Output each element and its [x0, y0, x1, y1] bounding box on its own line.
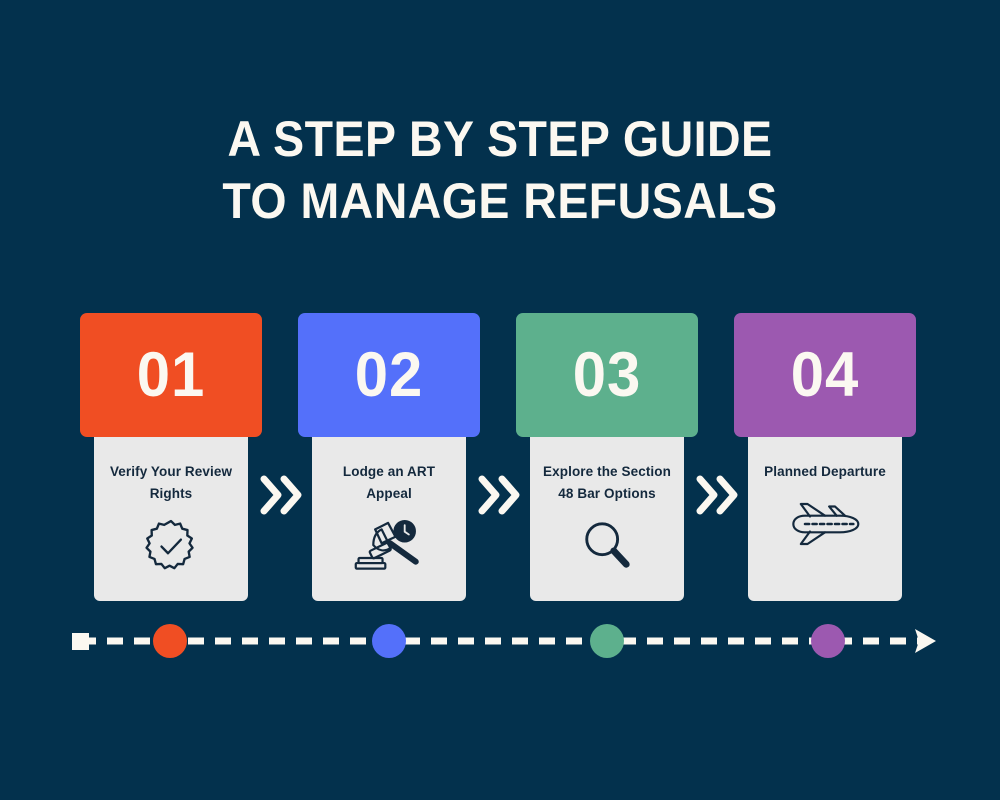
- verified-badge-icon: [131, 515, 211, 577]
- step-card-03[interactable]: 03 Explore the Section 48 Bar Options: [516, 313, 698, 603]
- step-number-04: 04: [790, 339, 860, 410]
- step-header-01: 01: [80, 313, 262, 437]
- timeline-dot-01[interactable]: [153, 624, 187, 658]
- step-header-02: 02: [298, 313, 480, 437]
- title-line-1: A STEP BY STEP GUIDE: [227, 111, 773, 167]
- step-card-01[interactable]: 01 Verify Your Review Rights: [80, 313, 262, 603]
- steps-row: 01 Verify Your Review Rights: [0, 313, 1000, 613]
- timeline-start-square-marker: [72, 633, 89, 650]
- magnifying-glass-icon: [567, 515, 647, 577]
- step-label-01: Verify Your Review Rights: [109, 464, 233, 501]
- timeline-end-arrow-head-marker: [915, 629, 936, 653]
- step-label-03: Explore the Section 48 Bar Options: [543, 464, 671, 501]
- airplane-icon: [785, 493, 865, 555]
- step-number-02: 02: [354, 339, 424, 410]
- step-number-01: 01: [136, 339, 206, 410]
- double-chevron-right-icon-3: [694, 471, 740, 519]
- title-line-2: TO MANAGE REFUSALS: [222, 173, 778, 229]
- step-number-03: 03: [572, 339, 642, 410]
- timeline-dot-04[interactable]: [811, 624, 845, 658]
- step-body-04: Planned Departure: [748, 435, 902, 601]
- step-header-03: 03: [516, 313, 698, 437]
- step-label-04: Planned Departure: [764, 464, 886, 479]
- step-card-04[interactable]: 04 Planned Departure: [734, 313, 916, 603]
- step-body-01: Verify Your Review Rights: [94, 435, 248, 601]
- double-chevron-right-icon-2: [476, 471, 522, 519]
- step-body-03: Explore the Section 48 Bar Options: [530, 435, 684, 601]
- step-header-04: 04: [734, 313, 916, 437]
- step-card-02[interactable]: 02 Lodge an ART Appeal: [298, 313, 480, 603]
- gavel-clock-icon: [349, 515, 429, 577]
- progress-timeline: [0, 614, 1000, 672]
- timeline-dot-02[interactable]: [372, 624, 406, 658]
- step-label-02: Lodge an ART Appeal: [342, 464, 436, 501]
- step-body-02: Lodge an ART Appeal: [312, 435, 466, 601]
- timeline-dot-03[interactable]: [590, 624, 624, 658]
- double-chevron-right-icon-1: [258, 471, 304, 519]
- poster-title: A STEP BY STEP GUIDE TO MANAGE REFUSALS: [0, 108, 1000, 232]
